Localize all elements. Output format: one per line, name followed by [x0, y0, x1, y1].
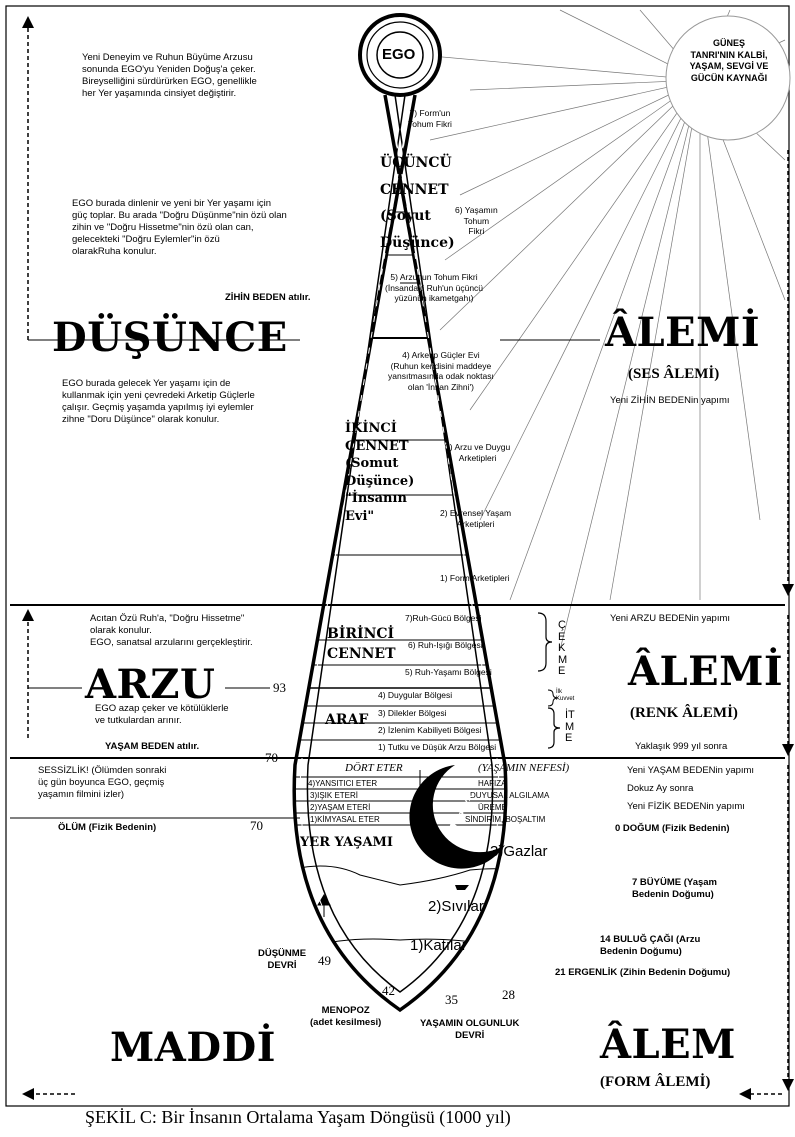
region-emotions: 4) Duygular Bölgesi [378, 690, 453, 700]
ether-life: 2)YAŞAM ETERİ [310, 803, 371, 812]
age-93: 93 [273, 680, 286, 695]
breath-of-life-title: (YAŞAMIN NEFESİ) [478, 762, 570, 774]
ses-yapimi-label: Yeni ZİHİN BEDENin yapımı [610, 395, 730, 406]
funnel-flow-arrows [299, 94, 500, 1002]
func-perception: DUYUSAL ALGILAMA [470, 791, 550, 800]
age-70-upper: 70 [265, 750, 278, 765]
age-42: 42 [382, 983, 395, 998]
func-reproduction: ÜREME [478, 803, 507, 812]
olum-label: ÖLÜM (Fizik Bedenin) [58, 822, 157, 833]
realm-arzu: ARZU [85, 661, 216, 708]
yasam-beden-label: YAŞAM BEDEN atılır. [105, 741, 200, 752]
region-soul-life: 5) Ruh-Yaşamı Bölgesi [405, 667, 492, 677]
third-heaven: ÜÇÜNCÜ CENNET (Soyut Düşünce) [380, 155, 455, 251]
archetype-life: 2) Evrensel Yaşam Arketipleri [440, 508, 512, 529]
sun-label: GÜNEŞ TANRI'NIN KALBİ, YAŞAM, SEVGİ VE G… [689, 38, 769, 84]
note-mid-left: EGO burada dinlenir ve yeni bir Yer yaşa… [72, 198, 287, 257]
realm-ses-sub: (SES ÂLEMİ) [628, 366, 720, 382]
liquids-label: 2)Sıvılar [428, 898, 484, 915]
dogum-label: 0 DOĞUM (Fizik Bedenin) [615, 823, 730, 834]
itme-label: İTME [565, 709, 575, 745]
buyume-label: 7 BÜYÜME (Yaşam Bedenin Doğumu) [632, 877, 718, 900]
crescent-moon [409, 765, 505, 869]
note-top-left: Yeni Deneyim ve Ruhun Büyüme Arzusu sonu… [82, 52, 257, 99]
note-arzu-bottom: EGO azap çeker ve kötülüklerle ve tutkul… [95, 703, 229, 726]
second-heaven: İKİNCİ CENNET (Somut Düşünce) "İnsanın E… [345, 421, 415, 524]
age-49: 49 [318, 953, 331, 968]
sun-circle [665, 15, 791, 141]
archetype-house: 4) Arketip Güçler Evi (Ruhun kendisini m… [388, 350, 494, 392]
fizik-yapimi-label: Yeni FİZİK BEDENin yapımı [627, 801, 745, 812]
realm-alemi-renk: ÂLEMİ [628, 648, 784, 695]
ilk-kuvvet-brace [547, 689, 559, 707]
age-28: 28 [502, 987, 515, 1002]
bulug-label: 14 BULUĞ ÇAĞI (Arzu Bedenin Doğumu) [600, 934, 701, 957]
funnel-inner [306, 94, 494, 993]
araf-label: ARAF [325, 712, 369, 728]
menopoz-label: MENOPOZ (adet kesilmesi) [310, 1005, 382, 1028]
region-wishes: 3) Dilekler Bölgesi [378, 708, 447, 718]
ilk-kuvvet-label: İlk Kuvvet [556, 689, 575, 702]
olgunluk-label: YAŞAMIN OLGUNLUK DEVRİ [420, 1018, 520, 1041]
region-passion: 1) Tutku ve Düşük Arzu Bölgesi [378, 742, 497, 752]
realm-dusunce: DÜŞÜNCE [52, 314, 288, 361]
yaklasik-label: Yaklaşık 999 yıl sonra [635, 741, 728, 752]
region-soul-light: 6) Ruh-Işığı Bölgesi [408, 640, 483, 650]
cekme-brace [537, 612, 553, 672]
ether-light: 3)IŞIK ETERİ [310, 791, 359, 800]
region-impression: 2) İzlenim Kabiliyeti Bölgesi [378, 725, 482, 735]
ergenlik-label: 21 ERGENLİK (Zihin Bedenin Doğumu) [555, 967, 731, 978]
realm-maddi: MADDİ [110, 1024, 276, 1071]
figure-caption: ŞEKİL C: Bir İnsanın Ortalama Yaşam Döng… [85, 1107, 511, 1127]
realm-form-sub: (FORM ÂLEMİ) [600, 1074, 711, 1090]
func-digestion: SİNDİRİM, BOŞALTIM [465, 815, 546, 824]
dokuz-ay-label: Dokuz Ay sonra [627, 783, 694, 794]
note-sessizlik: SESSİZLİK! (Ölümden sonraki üç gün boyun… [38, 765, 167, 800]
note-dusunce-left: EGO burada gelecek Yer yaşamı için de ku… [62, 378, 255, 425]
first-heaven: BİRİNCİ CENNET [327, 626, 396, 662]
ego-label: EGO [382, 46, 416, 63]
solids-label: 1)Katılar [410, 937, 467, 954]
realm-alemi-ses: ÂLEMİ [605, 309, 761, 356]
age-35: 35 [445, 992, 458, 1007]
seed-life: 6) Yaşamın Tohum Fikri [455, 205, 498, 237]
note-arzu-top: Acıtan Özü Ruh'a, "Doğru Hissetme" olara… [90, 613, 253, 648]
ether-reflecting: 4)YANSITICI ETER [308, 779, 378, 788]
realm-renk-sub: (RENK ÂLEMİ) [630, 705, 738, 721]
itme-brace [547, 707, 561, 749]
yasam-yapimi-label: Yeni YAŞAM BEDENin yapımı [627, 765, 755, 776]
seed-form: 7) Form'un Tohum Fikri [408, 108, 452, 129]
frame-border [5, 5, 790, 1107]
gases-label: 3)Gazlar [490, 843, 548, 860]
realm-alem: ÂLEM [600, 1021, 736, 1068]
four-ethers-title: DÖRT ETER [345, 762, 403, 774]
archetype-desire: 3) Arzu ve Duygu Arketipleri [445, 442, 511, 463]
region-soul-power: 7)Ruh-Gücü Bölgesi [405, 613, 482, 623]
seed-desire: 5) Arzunun Tohum Fikri (İnsandaki Ruh'un… [385, 272, 484, 304]
ego-circle [376, 31, 424, 79]
age-70-lower: 70 [250, 818, 263, 833]
archetype-form: 1) Form Arketipleri [440, 573, 510, 583]
arzu-yapimi-label: Yeni ARZU BEDENin yapımı [610, 613, 731, 624]
cekme-label: ÇEKME [558, 619, 568, 678]
ether-chemical: 1)KİMYASAL ETER [310, 815, 380, 824]
yer-yasami-label: YER YAŞAMI [300, 835, 393, 850]
dusunme-devri-label: DÜŞÜNME DEVRİ [258, 948, 307, 971]
func-memory: HAFIZA [478, 779, 507, 788]
zihin-beden-label: ZİHİN BEDEN atılır. [225, 292, 311, 303]
